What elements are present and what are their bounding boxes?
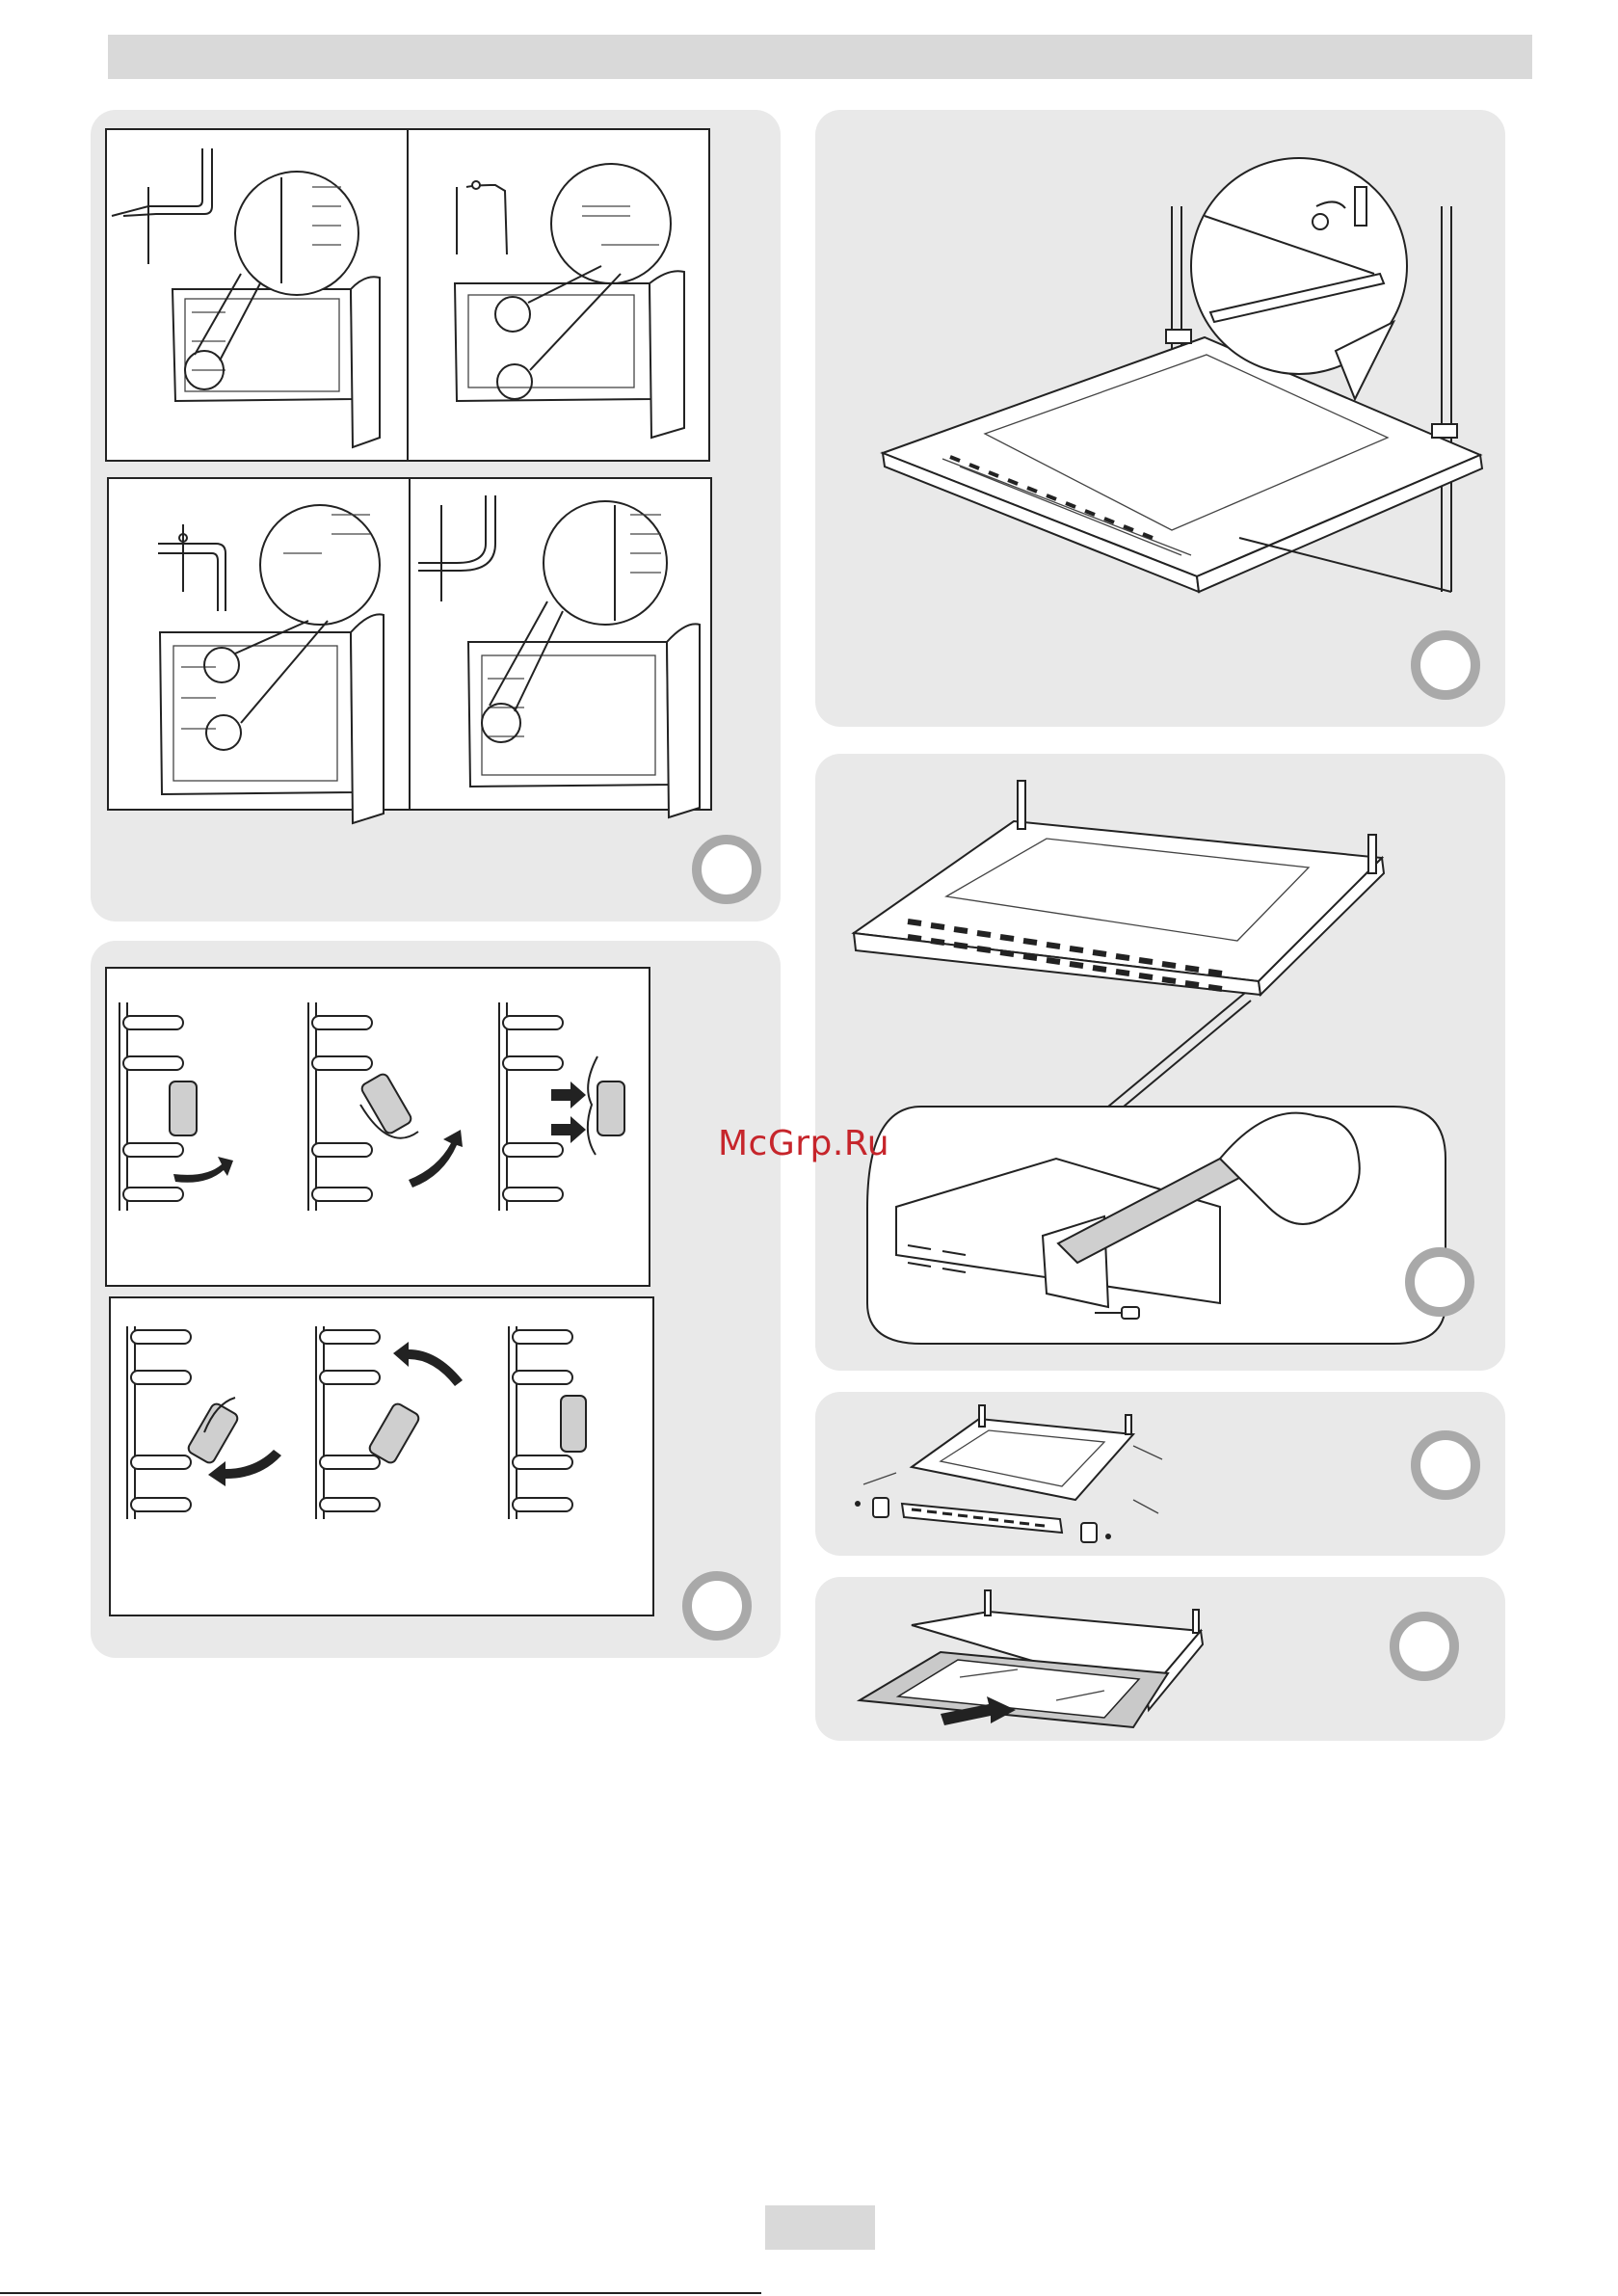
panel-grill-hooks: [91, 941, 781, 1658]
panel-oven-door-hinges: [815, 110, 1505, 727]
step-circle-icon: [692, 835, 761, 904]
panel-shelf-guides: [91, 110, 781, 921]
watermark-text: McGrp.Ru: [718, 1124, 889, 1163]
oven-door-illustration: [815, 110, 1505, 727]
header-bar: [108, 35, 1532, 79]
door-profile-illustration: [815, 1392, 1505, 1556]
panel-door-glass: [815, 1577, 1505, 1741]
step-circle-icon: [1405, 1247, 1474, 1317]
grill-hooks-illustration: [91, 941, 781, 1658]
door-screws-illustration: [815, 754, 1505, 1371]
step-circle-icon: [1411, 1430, 1480, 1500]
panel-door-screws: [815, 754, 1505, 1371]
step-circle-icon: [1390, 1612, 1459, 1681]
footer-line: [0, 2292, 761, 2294]
step-circle-icon: [1411, 630, 1480, 700]
page-number-tab: [765, 2205, 875, 2250]
shelf-guides-illustration: [91, 110, 781, 921]
panel-door-profile: [815, 1392, 1505, 1556]
step-circle-icon: [682, 1571, 752, 1641]
